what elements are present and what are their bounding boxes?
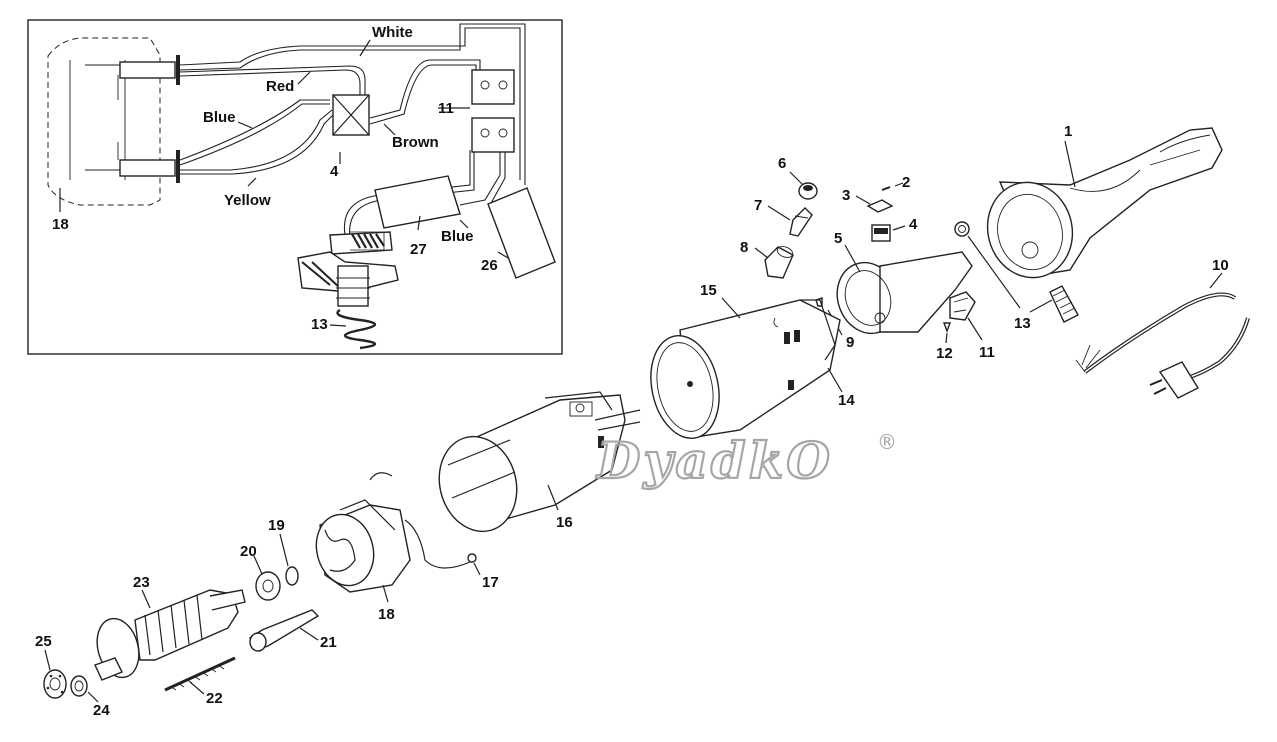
callout-10: 10 [1212, 257, 1229, 274]
part-21-pin [249, 609, 320, 652]
part-18-stator [315, 472, 471, 593]
leader-3 [855, 195, 871, 205]
part-24-washer [70, 675, 88, 697]
part-25-bearing [43, 669, 67, 699]
inset-sleeve [374, 175, 461, 229]
wire-label-blue-bottom: Blue [441, 228, 474, 245]
leader-25 [44, 649, 51, 671]
callout-18: 18 [378, 606, 395, 623]
leader-19 [279, 533, 289, 567]
leader-16 [547, 484, 559, 511]
callout-25: 25 [35, 633, 52, 650]
callout-24: 24 [93, 702, 110, 719]
leader-21 [299, 627, 319, 641]
leader-24 [87, 691, 99, 703]
part-22-screw [164, 656, 236, 692]
inset-leader-lines [59, 39, 509, 327]
callout-12: 12 [936, 345, 953, 362]
watermark: DyadkO ® [594, 430, 897, 491]
wire-label-white: White [372, 24, 413, 41]
callout-2: 2 [902, 174, 910, 191]
leader-15 [721, 297, 741, 319]
part-3-plate [866, 199, 894, 213]
leader-4 [892, 225, 906, 231]
part-17-connector [467, 553, 477, 563]
leader-14 [827, 367, 843, 393]
inset-callout-26: 26 [481, 257, 498, 274]
inset-capacitor [487, 187, 556, 279]
part-11-terminal-block [949, 291, 976, 321]
wire-label-brown: Brown [392, 134, 439, 151]
leader-10 [1209, 272, 1223, 289]
leader-22 [189, 681, 205, 695]
callout-1: 1 [1064, 123, 1072, 140]
leader-12 [945, 332, 948, 344]
part-2-screw [881, 186, 891, 191]
leader-7 [767, 205, 791, 221]
callout-9: 9 [846, 334, 854, 351]
part-20-bearing [255, 571, 281, 601]
callout-7: 7 [754, 197, 762, 214]
inset-callout-27: 27 [410, 241, 427, 258]
callout-19: 19 [268, 517, 285, 534]
part-1-handle-housing [986, 127, 1223, 279]
callout-14: 14 [838, 392, 855, 409]
leader-17 [473, 562, 481, 576]
part-7-brush [789, 207, 813, 237]
inset-motor-field [47, 37, 180, 206]
inset-terminal-block [471, 69, 515, 153]
callout-5: 5 [834, 230, 842, 247]
callout-8: 8 [740, 239, 748, 256]
wire-label-yellow: Yellow [224, 192, 271, 209]
part-5-cover [836, 251, 973, 335]
inset-callout-18: 18 [52, 216, 69, 233]
part-12-screw [942, 322, 952, 333]
callout-3: 3 [842, 187, 850, 204]
callout-21: 21 [320, 634, 337, 651]
wiring-inset: White Red Blue Brown Yellow Blue 18 4 11… [27, 19, 563, 355]
inset-callout-13: 13 [311, 316, 328, 333]
watermark-logo: DyadkO [595, 431, 833, 490]
leader-13 [967, 235, 1053, 313]
inset-callout-4: 4 [330, 163, 339, 180]
leader-2 [894, 182, 904, 187]
leader-5 [844, 244, 861, 273]
part-8-brush-holder [764, 246, 794, 279]
wire-label-blue-top: Blue [203, 109, 236, 126]
callout-6: 6 [778, 155, 786, 172]
inset-callout-11: 11 [438, 100, 454, 117]
part-6-cap [798, 182, 818, 200]
watermark-registered-icon: ® [877, 430, 897, 454]
callout-20: 20 [240, 543, 257, 560]
part-10-power-cord [1075, 292, 1250, 399]
part-13-cable-sleeve [954, 221, 1079, 323]
leader-6 [789, 171, 803, 185]
part-16-motor-sleeve [438, 391, 641, 533]
callout-4: 4 [909, 216, 918, 233]
leader-1 [1064, 140, 1076, 188]
leader-11 [967, 317, 983, 341]
part-4-switch [871, 224, 891, 242]
callout-16: 16 [556, 514, 573, 531]
part-19-clip [285, 566, 299, 586]
callout-11: 11 [979, 344, 995, 361]
callout-22: 22 [206, 690, 223, 707]
wire-label-red: Red [266, 78, 294, 95]
inset-switch-base [297, 231, 399, 350]
leader-20 [253, 555, 263, 575]
callout-15: 15 [700, 282, 717, 299]
leader-8 [754, 247, 769, 259]
callout-17: 17 [482, 574, 499, 591]
callout-23: 23 [133, 574, 150, 591]
callout-13: 13 [1014, 315, 1031, 332]
inset-suppressor [332, 94, 370, 136]
leader-23 [141, 589, 151, 609]
part-23-armature [94, 589, 246, 681]
part-15-motor-housing [650, 299, 841, 440]
leader-18 [382, 584, 389, 603]
